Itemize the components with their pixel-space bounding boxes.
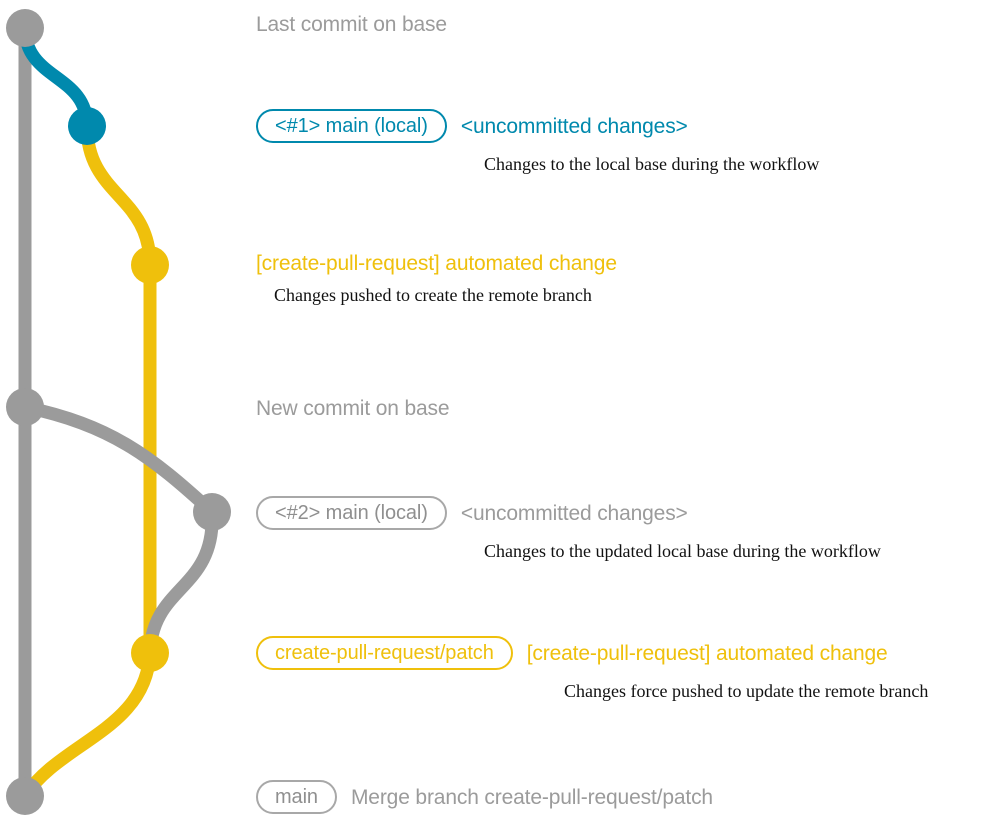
edge-base-to-local-2	[18, 400, 219, 519]
commit-message-local-commit-2: <uncommitted changes>	[460, 501, 688, 525]
edge-patch-2-to-merge	[18, 646, 157, 803]
row-main-line: [create-pull-request] automated change	[256, 253, 617, 274]
edge-local-1-to-patch-1	[80, 119, 157, 272]
row-main-line: <#2> main (local) <uncommitted changes>	[256, 496, 881, 530]
branch-pill-create-pull-request-patch[interactable]: create-pull-request/patch	[256, 636, 513, 670]
commit-node-last-commit-on-base[interactable]	[6, 9, 44, 47]
row-merge-commit: main Merge branch create-pull-request/pa…	[256, 780, 713, 814]
commit-node-patch-commit-2[interactable]	[131, 634, 169, 672]
commit-message-patch-commit-2: [create-pull-request] automated change	[526, 641, 888, 665]
commit-node-patch-commit-1[interactable]	[131, 246, 169, 284]
commit-subcaption-local-commit-1: Changes to the local base during the wor…	[484, 154, 820, 174]
branch-pill-main-local-1[interactable]: <#1> main (local)	[256, 109, 447, 143]
commit-node-local-commit-1[interactable]	[68, 107, 106, 145]
commit-subcaption-patch-commit-2: Changes force pushed to update the remot…	[564, 681, 929, 701]
branch-pill-main[interactable]: main	[256, 780, 337, 814]
row-main-line: main Merge branch create-pull-request/pa…	[256, 780, 713, 814]
commit-message-patch-commit-1: [create-pull-request] automated change	[256, 252, 617, 275]
branch-pill-main-local-2[interactable]: <#2> main (local)	[256, 496, 447, 530]
row-patch-commit-2: create-pull-request/patch [create-pull-r…	[256, 636, 928, 700]
row-main-line: create-pull-request/patch [create-pull-r…	[256, 636, 928, 670]
commit-node-merge-commit[interactable]	[6, 777, 44, 815]
edge-local-2-to-patch-2	[143, 505, 219, 660]
commit-subcaption-local-commit-2: Changes to the updated local base during…	[484, 541, 881, 561]
commit-subcaption-patch-commit-1: Changes pushed to create the remote bran…	[274, 285, 592, 305]
row-last-commit-on-base: Last commit on base	[256, 14, 447, 35]
commit-message-new-commit-on-base: New commit on base	[256, 397, 450, 420]
commit-message-last-commit-on-base: Last commit on base	[256, 13, 447, 36]
commit-message-local-commit-1: <uncommitted changes>	[460, 114, 688, 138]
row-new-commit-on-base: New commit on base	[256, 397, 450, 420]
row-patch-commit-1: [create-pull-request] automated change C…	[256, 253, 617, 304]
commit-node-local-commit-2[interactable]	[193, 493, 231, 531]
row-main-line: Last commit on base	[256, 14, 447, 35]
row-local-commit-2: <#2> main (local) <uncommitted changes> …	[256, 496, 881, 560]
row-main-line: <#1> main (local) <uncommitted changes>	[256, 109, 819, 143]
row-main-line: New commit on base	[256, 397, 450, 420]
commit-node-new-commit-on-base[interactable]	[6, 388, 44, 426]
commit-message-merge-commit: Merge branch create-pull-request/patch	[350, 785, 713, 809]
row-local-commit-1: <#1> main (local) <uncommitted changes> …	[256, 109, 819, 173]
